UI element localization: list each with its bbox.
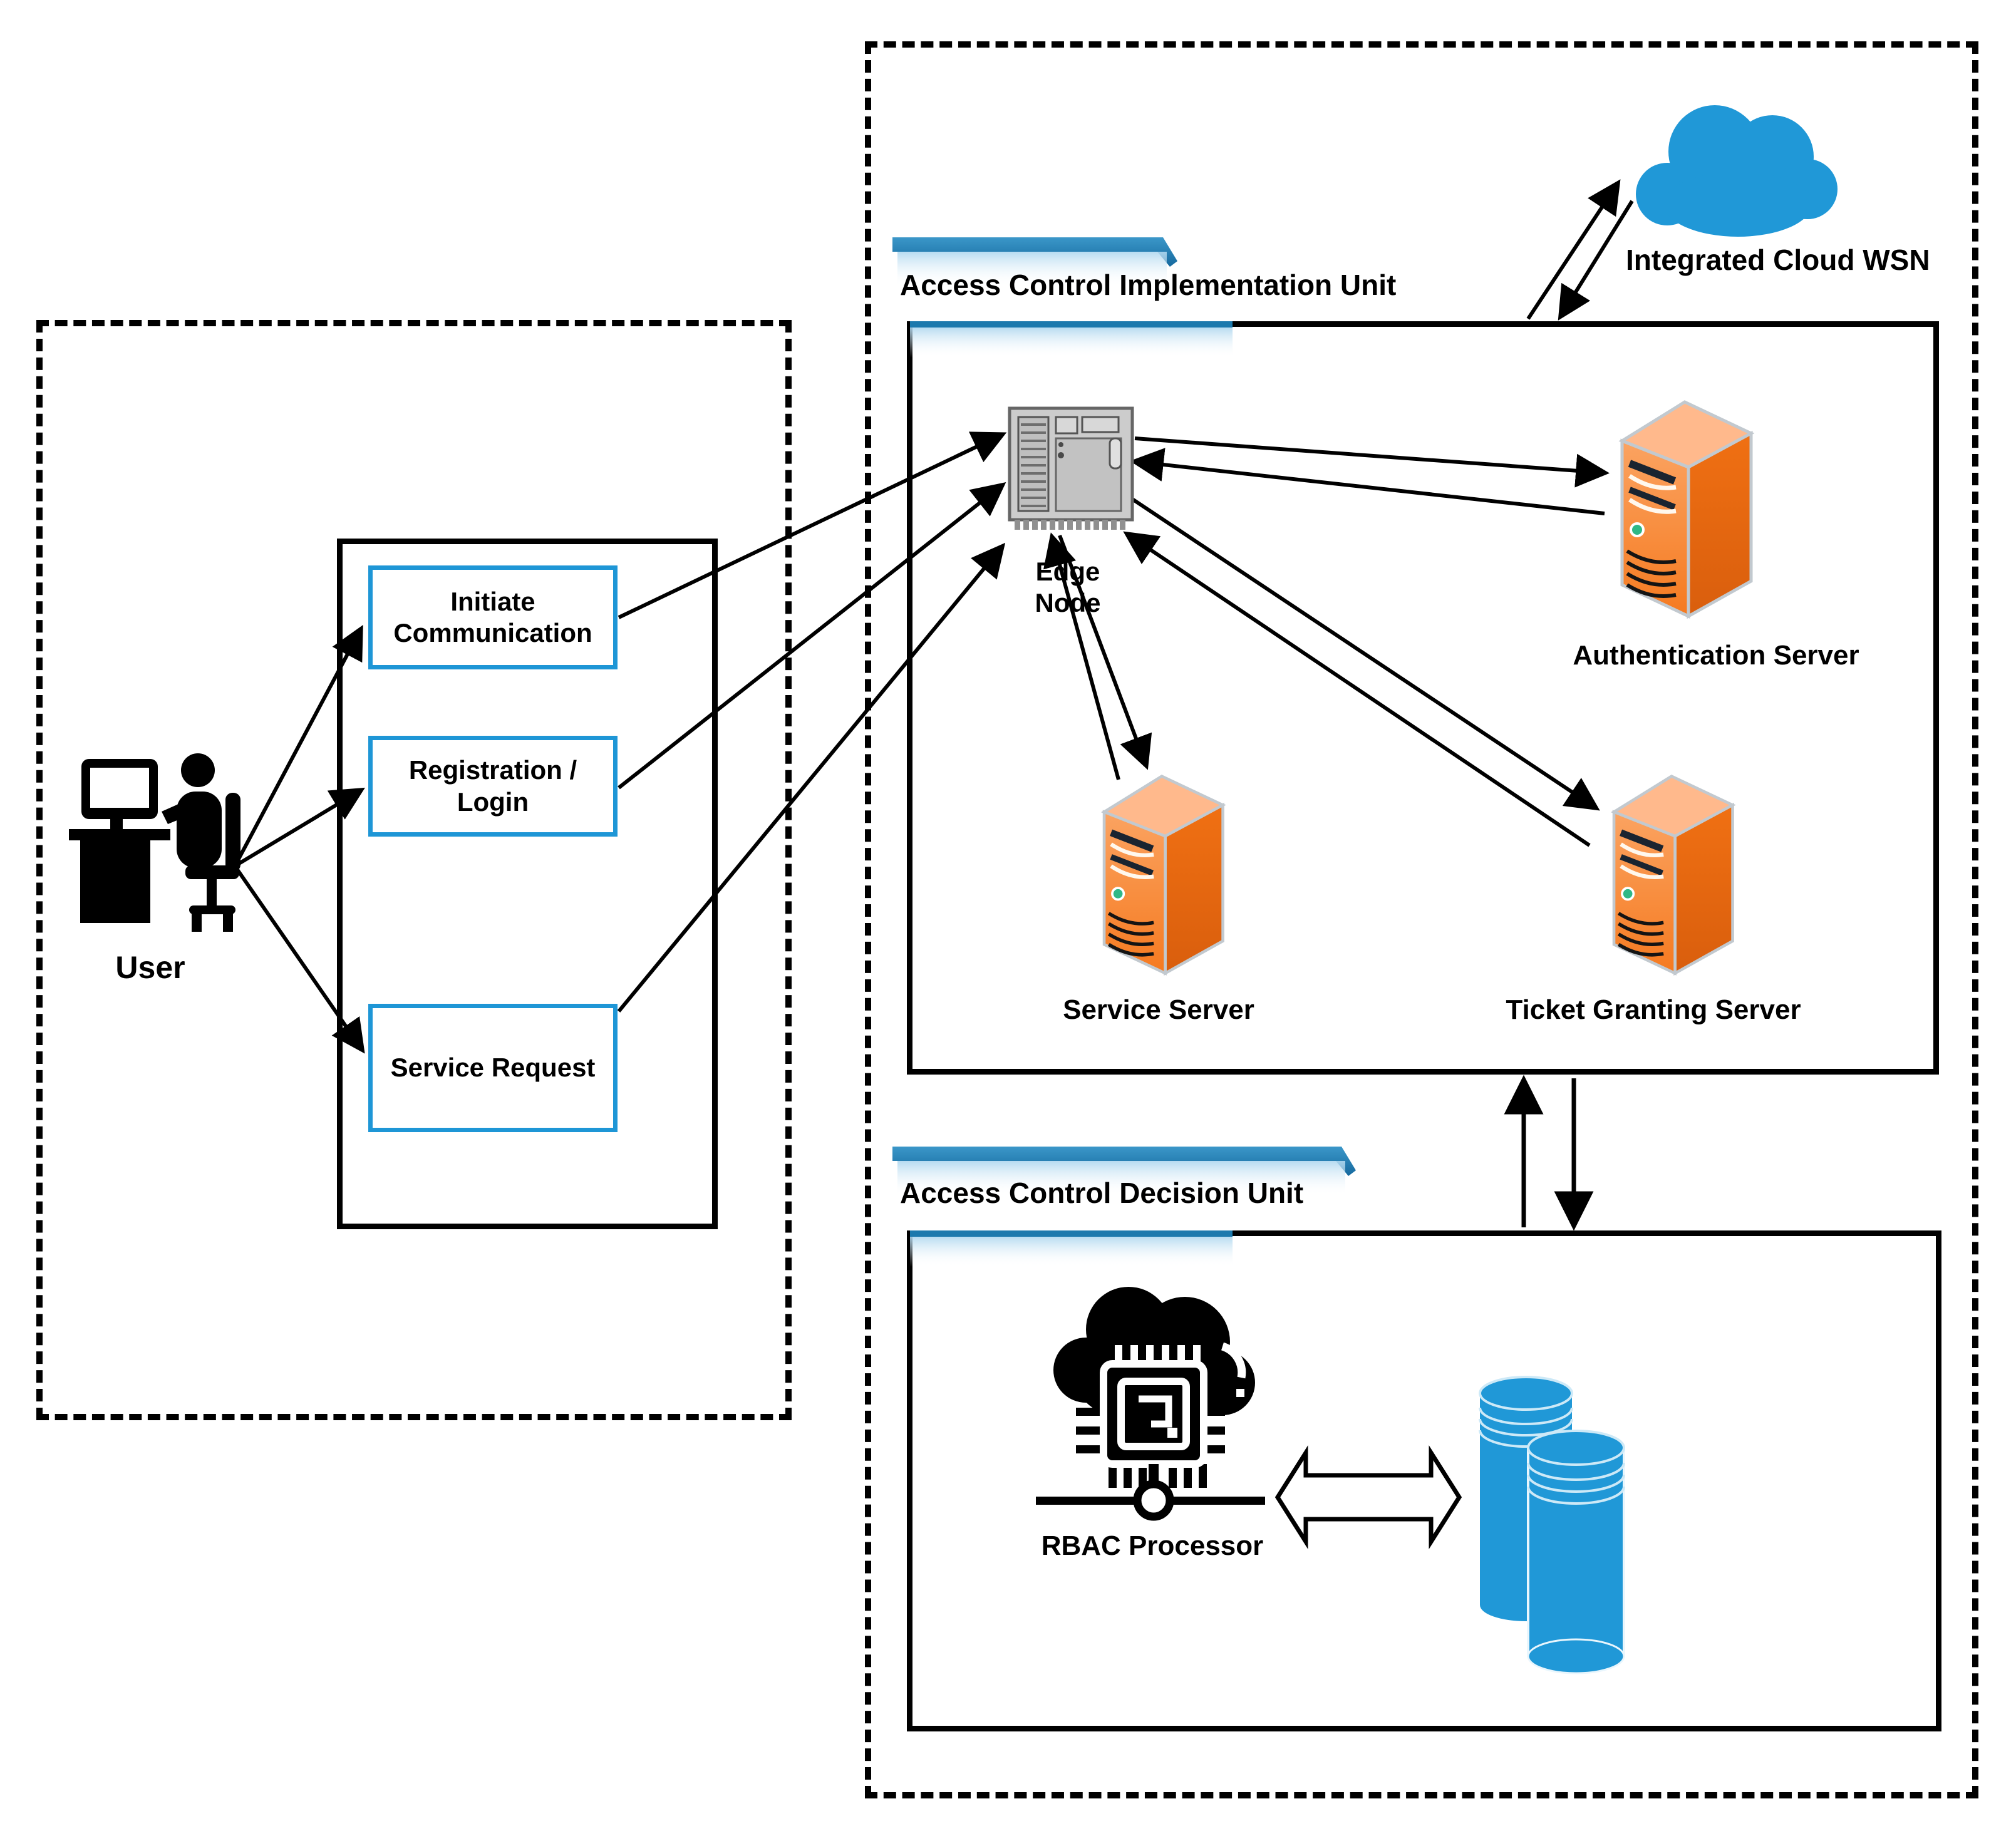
task-label-line2: Communication	[393, 618, 592, 647]
user-region-dashed-box	[36, 320, 792, 1420]
rbac-database-double-arrow	[1274, 1445, 1462, 1550]
task-box-registration-login: Registration / Login	[368, 736, 618, 837]
implementation-unit-title: Access Control Implementation Unit	[900, 269, 1397, 301]
decision-unit-title: Access Control Decision Unit	[900, 1177, 1304, 1209]
database-front-cylinder	[1527, 1430, 1625, 1674]
task-box-service-request: Service Request	[368, 1004, 618, 1132]
access-control-region-dashed-box	[865, 41, 1978, 1798]
arrow-auth-server-to-edge	[1129, 448, 1605, 515]
authentication-server-icon	[1622, 402, 1751, 616]
edge-node-label-line1: Edge	[1035, 557, 1100, 586]
authentication-server-label: Authentication Server	[1573, 640, 1859, 671]
arrow-cloud-to-implementation	[1558, 200, 1634, 321]
task-label-line2: Login	[457, 787, 529, 817]
arrow-user-to-service-request	[233, 865, 365, 1054]
ticket-granting-server-icon	[1614, 776, 1733, 974]
rbac-processor-label: RBAC Processor	[1041, 1530, 1264, 1561]
arrow-implementation-to-cloud	[1526, 179, 1621, 320]
cloud-wsn-icon	[1636, 105, 1838, 237]
ticket-granting-server-label: Ticket Granting Server	[1506, 994, 1801, 1025]
edge-node-label: Edge Node	[1011, 556, 1124, 619]
decision-unit-header-bar	[892, 1147, 1356, 1267]
implementation-unit-box	[907, 321, 1939, 1075]
arrow-initiate-to-edge-node	[618, 431, 1007, 619]
user-label: User	[115, 950, 185, 985]
task-label-line1: Initiate	[450, 586, 535, 616]
task-label-line1: Registration /	[408, 755, 577, 785]
service-server-icon	[1104, 776, 1223, 974]
arrow-service-request-to-edge-node	[617, 542, 1006, 1013]
connector-arrows	[233, 179, 1634, 1231]
arrow-registration-to-edge-node	[618, 482, 1006, 790]
database-icons	[1479, 1376, 1625, 1674]
service-server-label: Service Server	[1063, 994, 1254, 1025]
user-tasks-box	[337, 539, 718, 1229]
edge-node-label-line2: Node	[1035, 588, 1101, 618]
task-label-line1: Service Request	[390, 1053, 596, 1083]
arrow-service-server-to-edge	[1043, 532, 1120, 780]
arrow-edge-to-ticket-server	[1129, 496, 1600, 811]
implementation-unit-header-bar	[892, 237, 1233, 358]
arrow-edge-to-service-server	[1058, 534, 1152, 770]
arrow-ticket-server-to-edge	[1123, 531, 1591, 847]
decision-unit-box	[907, 1230, 1941, 1731]
rbac-processor-icon	[1036, 1287, 1265, 1521]
user-icon	[69, 753, 240, 932]
arrow-edge-to-auth-server	[1134, 436, 1610, 488]
arrow-user-to-registration	[234, 787, 365, 868]
integrated-cloud-wsn-label: Integrated Cloud WSN	[1626, 244, 1930, 276]
arrow-user-to-initiate	[233, 624, 363, 867]
task-box-initiate-communication: Initiate Communication	[368, 565, 618, 669]
edge-node-icon	[1008, 406, 1134, 530]
